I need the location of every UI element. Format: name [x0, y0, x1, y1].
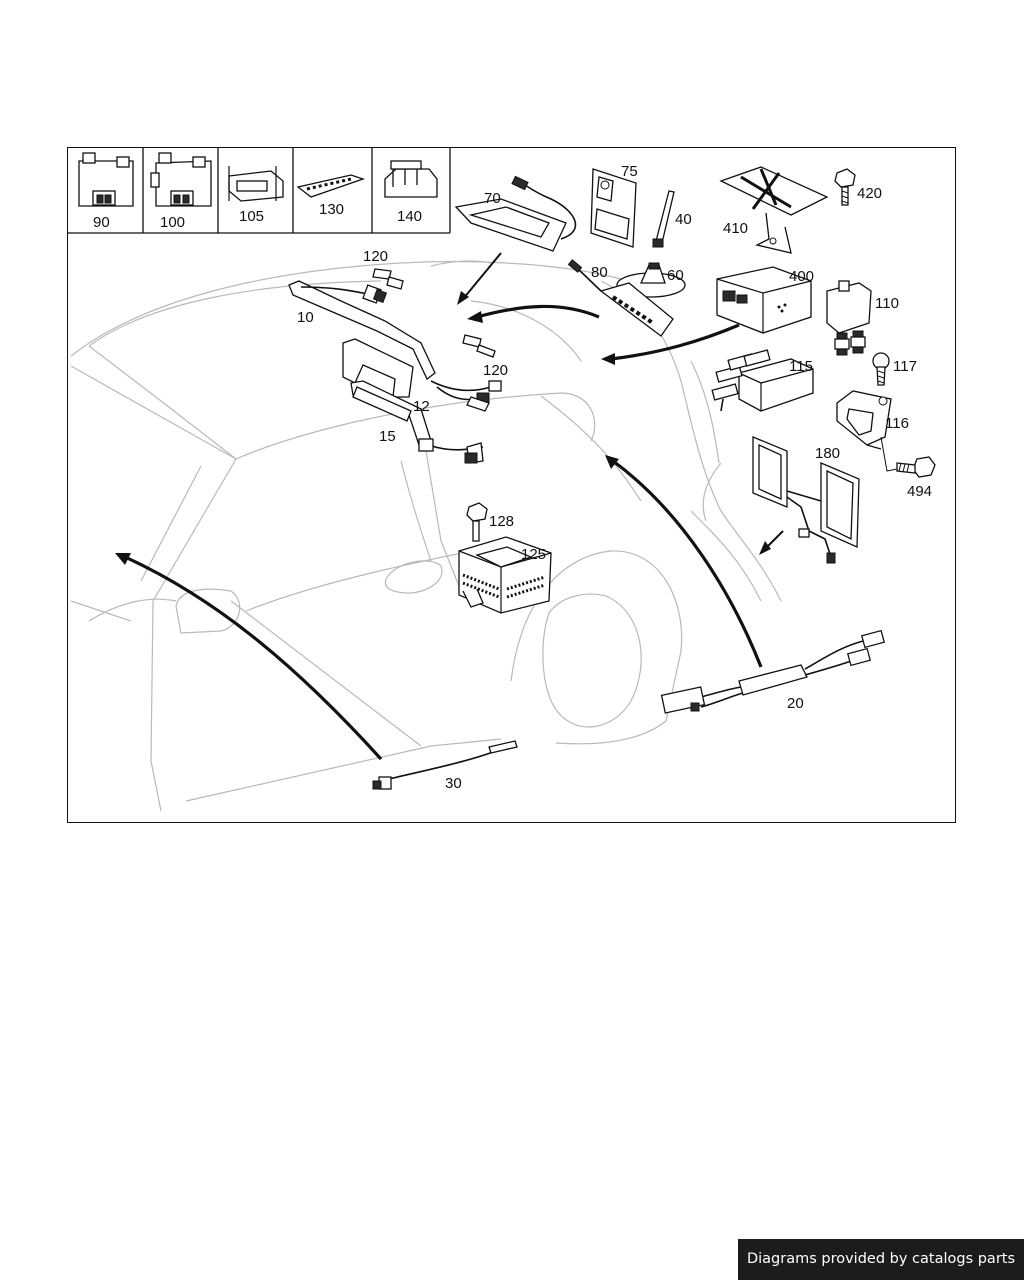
callout-115: 115	[789, 358, 813, 375]
part-30-wire[interactable]	[372, 740, 518, 790]
part-180-antenna-foil[interactable]	[752, 436, 860, 564]
part-120-clip-lower[interactable]	[462, 334, 496, 358]
part-494-bolt[interactable]	[880, 436, 936, 478]
callout-116: 116	[885, 415, 909, 432]
callout-110: 110	[875, 295, 899, 312]
arrows	[115, 252, 784, 761]
callout-75: 75	[621, 163, 638, 180]
callout-15: 15	[379, 428, 396, 445]
part-15-harness[interactable]	[350, 380, 484, 464]
part-40-antenna-rod[interactable]	[652, 190, 675, 248]
callout-410: 410	[723, 220, 748, 237]
callout-130: 130	[319, 201, 344, 218]
part-130-pad-icon[interactable]	[296, 174, 366, 198]
part-400-control-unit[interactable]	[716, 266, 812, 334]
callout-120-lower: 120	[483, 362, 508, 379]
part-115-amplifier[interactable]	[711, 349, 814, 412]
part-128-bolt[interactable]	[466, 502, 488, 542]
part-120-clip-upper[interactable]	[372, 268, 404, 290]
car-body-outline	[70, 260, 782, 812]
part-70-tray[interactable]	[454, 175, 577, 252]
callout-105: 105	[239, 208, 264, 225]
callout-80: 80	[591, 264, 608, 281]
part-410-bracket[interactable]	[719, 166, 829, 254]
callout-40: 40	[675, 211, 692, 228]
part-80-antenna-module[interactable]	[567, 259, 674, 337]
callout-128: 128	[489, 513, 514, 530]
parts-diagram: 90 100 105 130 140 70 75 40 60 80 410 42…	[68, 148, 936, 812]
callout-400: 400	[789, 268, 814, 285]
callout-125: 125	[521, 546, 546, 563]
callout-30: 30	[445, 775, 462, 792]
callout-117: 117	[893, 358, 917, 375]
callout-20: 20	[787, 695, 804, 712]
thumbnail-row	[68, 148, 451, 234]
part-140-clip-icon[interactable]	[384, 160, 438, 198]
callout-120-upper: 120	[363, 248, 388, 265]
part-420-bolt[interactable]	[834, 168, 856, 206]
callout-12: 12	[413, 398, 430, 415]
callout-100: 100	[160, 214, 185, 231]
callout-420: 420	[857, 185, 882, 202]
callout-180: 180	[815, 445, 840, 462]
part-117-screw[interactable]	[872, 352, 890, 386]
callout-90: 90	[93, 214, 110, 231]
part-125-control-module[interactable]	[458, 536, 552, 614]
part-100-bracket-icon[interactable]	[150, 152, 212, 207]
part-116-bracket[interactable]	[836, 390, 892, 450]
part-90-bracket-icon[interactable]	[78, 152, 134, 207]
part-20-cable[interactable]	[660, 629, 886, 714]
callout-70: 70	[484, 190, 501, 207]
parts-diagram-frame: 90 100 105 130 140 70 75 40 60 80 410 42…	[67, 147, 956, 823]
watermark-banner: Diagrams provided by catalogs parts	[738, 1239, 1024, 1280]
callout-494: 494	[907, 483, 932, 500]
callout-10: 10	[297, 309, 314, 326]
callout-60: 60	[667, 267, 684, 284]
part-75-module[interactable]	[590, 168, 637, 248]
part-12-panel[interactable]	[342, 338, 414, 398]
part-10-harness[interactable]	[288, 280, 502, 412]
part-105-mount-icon[interactable]	[228, 166, 284, 202]
callout-labels: 90 100 105 130 140 70 75 40 60 80 410 42…	[93, 163, 932, 792]
part-110-splitter[interactable]	[826, 280, 872, 356]
callout-140: 140	[397, 208, 422, 225]
